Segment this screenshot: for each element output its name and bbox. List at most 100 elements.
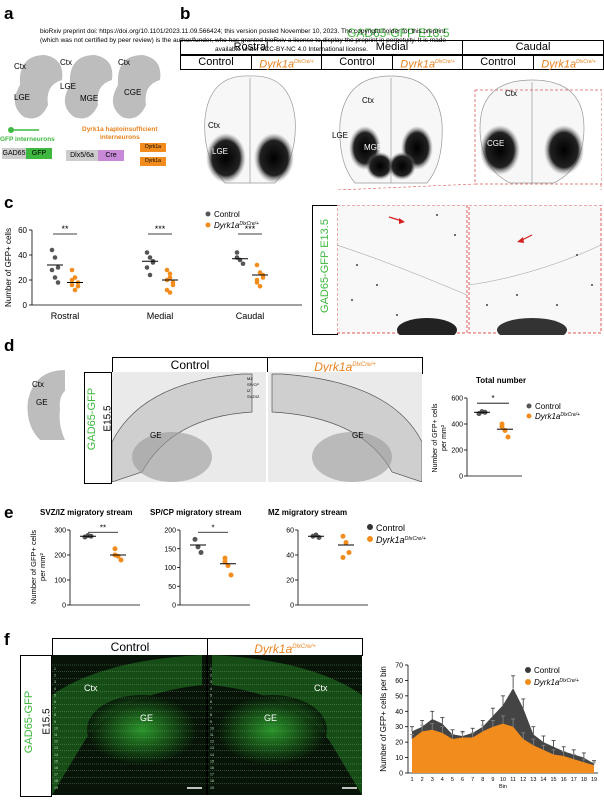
dlx-box: Dlx5/6a	[66, 150, 98, 161]
data-point	[52, 255, 58, 260]
y-tick-label: 150	[164, 546, 176, 553]
legend-mutant-label: Dyrk1aDlxCre/+	[534, 678, 579, 687]
zone-svziz: SVZ/IZ	[247, 394, 260, 399]
y-tick-label: 600	[451, 396, 463, 403]
data-point	[49, 267, 55, 273]
panel-c-label: c	[4, 193, 14, 212]
x-tick-label: 17	[571, 777, 577, 783]
data-point	[147, 272, 153, 278]
ge-label-right: GE	[352, 431, 364, 440]
dyrk-caption-1: Dyrk1a haploinsufficient	[82, 126, 158, 133]
y-tick-label: 0	[172, 603, 176, 610]
y-tick-label: 60	[286, 528, 294, 535]
y-axis-label-1: Number of GFP+ cells	[30, 530, 38, 604]
y-tick-label: 50	[168, 584, 176, 591]
interneuron-icon	[8, 127, 39, 133]
data-point	[340, 533, 346, 539]
x-tick-label: 15	[550, 777, 556, 783]
legend-control-label: Control	[534, 666, 560, 675]
y-axis-label: Number of GFP+ cells per bin	[379, 666, 388, 772]
x-tick-label: 2	[421, 777, 424, 783]
section-header-medial: Medial	[321, 40, 463, 55]
mut-header: Dyrk1aDlxCre/+	[392, 55, 463, 71]
x-tick-label: 13	[530, 777, 536, 783]
ctx-label-right: Ctx	[314, 683, 328, 693]
data-point	[49, 247, 55, 253]
ctx-label-left: Ctx	[84, 683, 98, 693]
data-point	[240, 261, 246, 267]
legend-mutant-label: Dyrk1aDlxCre/+	[535, 412, 580, 421]
y-tick-label: 0	[290, 603, 294, 610]
y-tick-label: 20	[395, 740, 403, 747]
data-point	[254, 262, 260, 268]
panel-f-side-box: GAD65-GFP E15.5	[20, 655, 53, 797]
chart-e-title: MZ migratory stream	[268, 508, 347, 517]
x-tick-label: 11	[510, 777, 516, 783]
bin-number: 4	[54, 687, 56, 691]
zoom-insets	[337, 205, 602, 335]
data-point	[222, 555, 228, 561]
bin-number: 17	[54, 773, 58, 777]
sig-stars: ***	[155, 224, 166, 234]
y-tick-label: 0	[23, 301, 28, 310]
data-point	[164, 267, 170, 273]
x-tick-label: Caudal	[236, 311, 265, 321]
zoom-side-text: GAD65-GFP E13.5	[319, 219, 331, 313]
y-tick-label: 30	[395, 724, 403, 731]
data-point	[167, 290, 173, 295]
bin-number: 7	[54, 707, 56, 711]
y-tick-label: 300	[54, 528, 66, 535]
bin-number: 2	[54, 674, 56, 678]
ctrl-header: Control	[321, 55, 393, 70]
legend-control-dot	[205, 211, 211, 217]
data-point	[112, 546, 118, 552]
bin-number: 15	[210, 759, 214, 763]
dyrk-caption-2: interneurons	[100, 134, 140, 141]
legend-mutant-dot	[205, 222, 211, 228]
data-point	[234, 250, 240, 255]
panel-b-label: b	[180, 4, 191, 23]
bin-number: 7	[210, 707, 212, 711]
data-point	[198, 550, 204, 555]
y-tick-label: 0	[399, 771, 403, 778]
y-tick-label: 60	[18, 226, 27, 235]
bin-number: 5	[54, 693, 56, 697]
region-label: LGE	[212, 147, 228, 156]
data-point	[340, 555, 346, 560]
region-label: LGE	[14, 93, 30, 102]
data-point	[75, 283, 81, 289]
x-tick-label: 7	[471, 777, 474, 783]
bin-number: 3	[210, 680, 212, 684]
data-point	[144, 250, 150, 255]
y-tick-label: 50	[395, 693, 403, 700]
region-label: Ctx	[14, 62, 26, 71]
panel-f-ctrl-header: Control	[52, 638, 208, 656]
x-axis-label: Bin	[499, 784, 507, 790]
y-tick-label: 0	[459, 474, 463, 481]
legend-control-dot	[525, 667, 531, 673]
gad65-box: GAD65	[2, 148, 26, 159]
bin-number: 1	[210, 667, 212, 671]
x-tick-label: 6	[461, 777, 464, 783]
zoom-side-label: GAD65-GFP E13.5	[312, 205, 338, 335]
region-label: Ctx	[208, 121, 220, 130]
panel-d-micrograph: GE GE MZ SP/CP IZ SVZ/IZ	[112, 372, 422, 482]
bin-number: 2	[210, 674, 212, 678]
panel-a-label: a	[4, 4, 14, 23]
bin-number: 6	[54, 700, 56, 704]
preprint-line-1: bioRxiv preprint doi: https://doi.org/10…	[40, 28, 446, 35]
bin-number: 8	[210, 713, 212, 717]
region-label: CGE	[487, 139, 504, 148]
mut-header: Dyrk1aDlxCre/+	[533, 55, 604, 71]
bin-number: 5	[210, 693, 212, 697]
bin-number: 13	[210, 746, 214, 750]
x-tick-label: 8	[481, 777, 484, 783]
legend-mutant-label: Dyrk1aDlxCre/+	[376, 535, 427, 545]
bin-number: 16	[54, 766, 58, 770]
bin-number: 9	[210, 720, 212, 724]
data-point	[69, 267, 75, 273]
y-tick-label: 100	[54, 578, 66, 585]
bin-number: 16	[210, 766, 214, 770]
panel-d-chart-title: Total number	[476, 376, 527, 385]
